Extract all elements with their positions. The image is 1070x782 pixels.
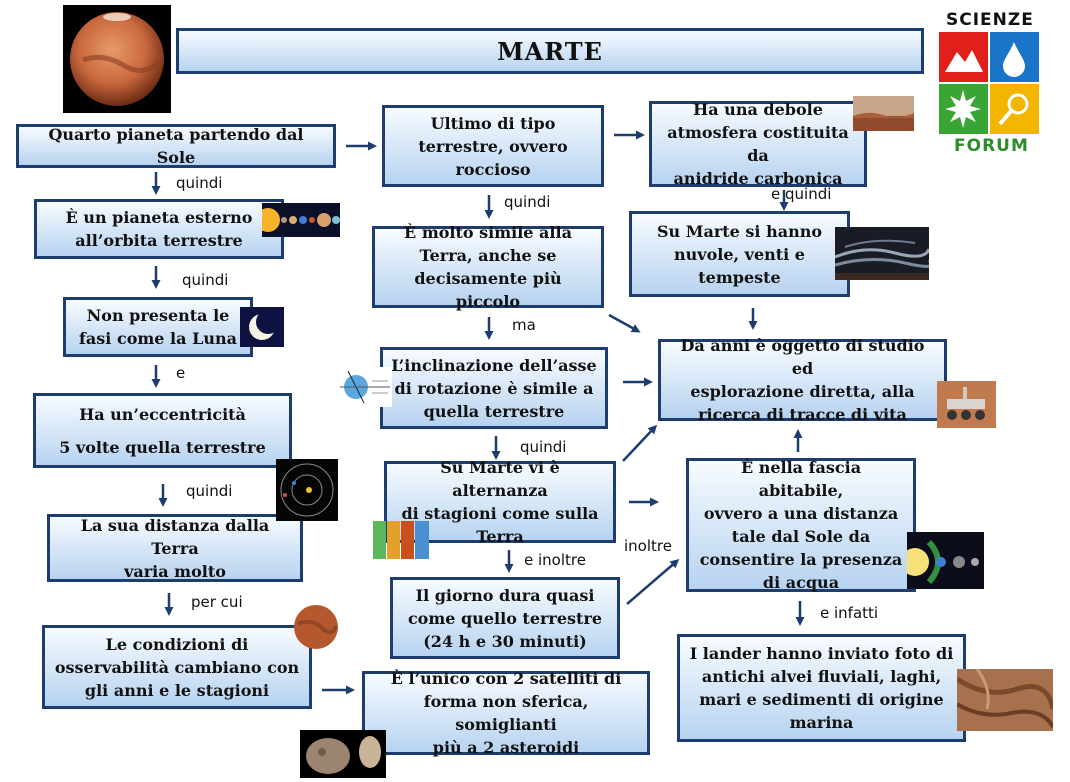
solar-system-icon [262,203,340,237]
box-inclinazione-asse: L’inclinazione dell’asse di rotazione è … [380,347,608,429]
box-text-line: consentire la presenza [699,550,903,569]
label-per-cui: per cui [191,593,243,611]
clouds-icon [835,227,929,280]
box-text-line: antichi alvei fluviali, laghi, [701,667,942,686]
box-text-line: ricerca di tracce di vita [698,405,907,424]
habitable-zone-icon [907,532,984,589]
box-text-line: Le condizioni di [105,634,249,654]
box-text-line: Terra [476,527,524,546]
box-studio-esplorazione: Da anni è oggetto di studio ed esplorazi… [658,336,947,424]
box-text-line: varia molto [124,561,226,581]
box-giorno: Il giorno dura quasi come quello terrest… [390,577,620,659]
box-text-line: forma non sferica, somiglianti [423,692,589,734]
box-text-line: di stagioni come sulla [401,504,599,523]
box-text-line: esplorazione diretta, alla [690,382,915,401]
box-fasi-luna: Non presenta le fasi come la Luna [63,297,253,357]
box-text-line: più a 2 asteroidi [432,738,580,757]
moon-icon [240,307,284,347]
box-text-line: È nella fascia abitabile, [740,458,862,500]
box-pianeta-esterno: È un pianeta esterno all’orbita terrestr… [34,199,284,259]
moons-phobos-deimos-icon [300,730,386,778]
mars-landscape-icon [853,96,914,131]
box-text-line: Ultimo di tipo [430,113,556,133]
logo-top-text: SCIENZE [946,10,1034,30]
box-text-line: L’inclinazione dell’asse [391,355,597,375]
box-text-line: La sua distanza dalla Terra [80,515,270,558]
mars-photo [63,5,171,113]
box-lander-foto: I lander hanno inviato foto di antichi a… [677,634,966,742]
logo-bottom-text: FORUM [954,136,1029,156]
box-simile-terra: È molto simile alla Terra, anche se deci… [372,223,604,311]
box-text-line: di rotazione è simile a [394,378,594,398]
label-quindi-4: quindi [504,193,551,211]
box-text-line: Da anni è oggetto di studio ed [680,336,925,378]
box-text-line: Ha un’eccentricità [79,404,246,424]
axis-tilt-icon [338,367,392,407]
box-atmosfera: Ha una debole atmosfera costituita da an… [649,100,867,188]
box-text-line: ovvero a una distanza [703,504,899,523]
box-text-line: Non presenta le [86,306,230,325]
box-text-line: Su Marte si hanno [657,221,822,241]
box-text-line: marina [789,713,854,732]
box-text-line: I lander hanno inviato foto di [689,644,954,663]
label-e-quindi: e quindi [771,185,832,203]
box-text-line: decisamente più piccolo [414,269,562,311]
label-quindi-3: quindi [186,482,233,500]
box-text-line: mari e sedimenti di origine [699,690,944,709]
box-text-line: gli anni e le stagioni [84,680,270,700]
box-nuvole-venti: Su Marte si hanno nuvole, venti e tempes… [629,211,850,297]
orbit-icon [276,459,338,521]
label-quindi-2: quindi [182,271,229,289]
label-quindi-5: quindi [520,438,567,456]
box-text-line: nuvole, venti e [674,244,805,264]
box-text-line: 5 volte quella terrestre [59,437,266,457]
box-text-line: (24 h e 30 minuti) [423,631,587,651]
box-osservabilita: Le condizioni di osservabilità cambiano … [42,625,312,709]
box-text-line: terrestre, ovvero [418,136,568,156]
box-text-line: anidride carbonica [673,169,843,188]
box-eccentricita: Ha un’eccentricità 5 volte quella terres… [33,393,292,468]
box-text-line: Su Marte vi è alternanza [440,458,560,500]
box-text-line: È l’unico con 2 satelliti di [390,669,622,688]
box-fascia-abitabile: È nella fascia abitabile, ovvero a una d… [686,458,916,592]
box-text-line: È un pianeta esterno [65,208,253,227]
label-ma: ma [512,316,536,334]
title-text: MARTE [497,36,603,66]
box-distanza-terra: La sua distanza dalla Terra varia molto [47,514,303,582]
box-satelliti: È l’unico con 2 satelliti di forma non s… [362,669,650,757]
box-text-line: quella terrestre [423,401,565,421]
box-text-line: di acqua [762,573,840,592]
box-text-line: Terra, anche se [419,246,557,265]
box-text-line: come quello terrestre [407,608,603,628]
box-text-line: roccioso [455,159,531,179]
label-e: e [176,364,186,382]
label-quindi-1: quindi [176,174,223,192]
box-text-line: Il giorno dura quasi [415,585,595,605]
box-text-line: È molto simile alla [404,223,572,242]
page-title: MARTE [176,28,924,74]
box-text-line: all’orbita terrestre [75,231,243,250]
box-quarto-pianeta: Quarto pianeta partendo dal Sole [16,124,336,168]
box-text-line: atmosfera costituita da [667,123,849,165]
box-text-line: fasi come la Luna [79,329,237,348]
label-e-infatti: e infatti [820,604,879,622]
box-text-line: Ha una debole [693,100,823,119]
riverbed-icon [957,669,1053,731]
label-e-inoltre: e inoltre [524,551,586,569]
box-text-line: tale dal Sole da [731,527,871,546]
box-ultimo-terrestre: Ultimo di tipo terrestre, ovvero roccios… [382,105,604,187]
box-text-line: tempeste [698,267,781,287]
box-text-line: Quarto pianeta partendo dal Sole [48,125,304,167]
label-inoltre: inoltre [624,537,672,555]
seasons-icon [373,521,429,559]
rover-icon [937,381,996,428]
box-text-line: osservabilità cambiano con [54,657,300,677]
scienze-forum-logo: SCIENZE FORUM [936,8,1042,158]
mars-small-icon [292,604,340,650]
